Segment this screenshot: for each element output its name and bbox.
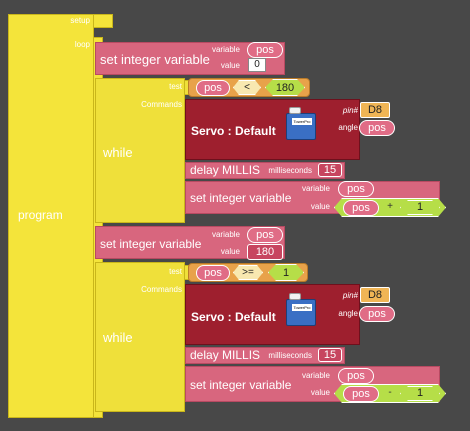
pin-value[interactable]: D8	[360, 287, 390, 303]
while-label: while	[103, 145, 133, 160]
value-input[interactable]: 0	[248, 58, 266, 72]
value-input[interactable]: 180	[247, 244, 283, 260]
variable-pos[interactable]: pos	[338, 181, 374, 197]
delay-title: delay MILLIS	[190, 163, 261, 177]
servo-motor-icon: TowerPro	[286, 107, 316, 140]
math-left[interactable]: pos	[343, 386, 379, 402]
milliseconds-label: milliseconds	[268, 351, 312, 360]
servo-title: Servo : Default	[191, 124, 276, 138]
compare-operator[interactable]: >=	[233, 265, 263, 280]
pin-label: pin#	[342, 106, 358, 115]
test-label: test	[169, 82, 182, 91]
servo-block[interactable]	[185, 99, 360, 160]
milliseconds-label: milliseconds	[268, 166, 312, 175]
commands-label: Commands	[141, 285, 182, 294]
math-left[interactable]: pos	[343, 200, 379, 216]
delay-block[interactable]	[185, 347, 345, 364]
angle-label: angle	[338, 309, 358, 318]
milliseconds-value[interactable]: 15	[318, 348, 342, 362]
while-block[interactable]	[95, 262, 185, 412]
compare-operator[interactable]: <	[233, 80, 261, 95]
compare-left[interactable]: pos	[196, 265, 230, 281]
angle-value[interactable]: pos	[359, 120, 395, 136]
value-label: value	[220, 247, 240, 256]
compare-left[interactable]: pos	[196, 80, 230, 96]
variable-label: variable	[301, 371, 330, 380]
loop-label: loop	[74, 40, 90, 49]
while-label: while	[103, 330, 133, 345]
set-variable-title: set integer variable	[190, 191, 292, 205]
compare-right[interactable]: 1	[268, 264, 304, 281]
program-block[interactable]	[8, 14, 94, 418]
variable-pos[interactable]: pos	[338, 368, 374, 384]
while-block[interactable]	[95, 78, 185, 223]
test-label: test	[169, 267, 182, 276]
variable-label: variable	[301, 184, 330, 193]
delay-block[interactable]	[185, 162, 345, 179]
compare-right[interactable]: 180	[265, 79, 305, 96]
variable-label: variable	[211, 230, 240, 239]
set-variable-title: set integer variable	[190, 378, 292, 392]
set-variable-title: set integer variable	[100, 52, 210, 67]
variable-pos[interactable]: pos	[247, 227, 283, 243]
value-label: value	[310, 388, 330, 397]
math-right[interactable]: 1	[400, 386, 440, 401]
pin-value[interactable]: D8	[360, 102, 390, 118]
angle-value[interactable]: pos	[359, 306, 395, 322]
program-label: program	[18, 208, 63, 222]
set-variable-title: set integer variable	[100, 237, 202, 251]
value-label: value	[220, 61, 240, 70]
servo-block[interactable]	[185, 284, 360, 345]
delay-title: delay MILLIS	[190, 348, 261, 362]
variable-pos[interactable]: pos	[247, 42, 283, 58]
pin-label: pin#	[342, 291, 358, 300]
angle-label: angle	[338, 123, 358, 132]
setup-slot[interactable]	[93, 14, 113, 28]
servo-motor-icon: TowerPro	[286, 293, 316, 326]
setup-label: setup	[70, 16, 90, 25]
math-operator[interactable]: -	[388, 387, 392, 398]
math-operator[interactable]: +	[387, 201, 393, 212]
math-right[interactable]: 1	[400, 200, 440, 215]
variable-label: variable	[211, 45, 240, 54]
servo-title: Servo : Default	[191, 310, 276, 324]
value-label: value	[310, 202, 330, 211]
commands-label: Commands	[141, 100, 182, 109]
milliseconds-value[interactable]: 15	[318, 163, 342, 177]
